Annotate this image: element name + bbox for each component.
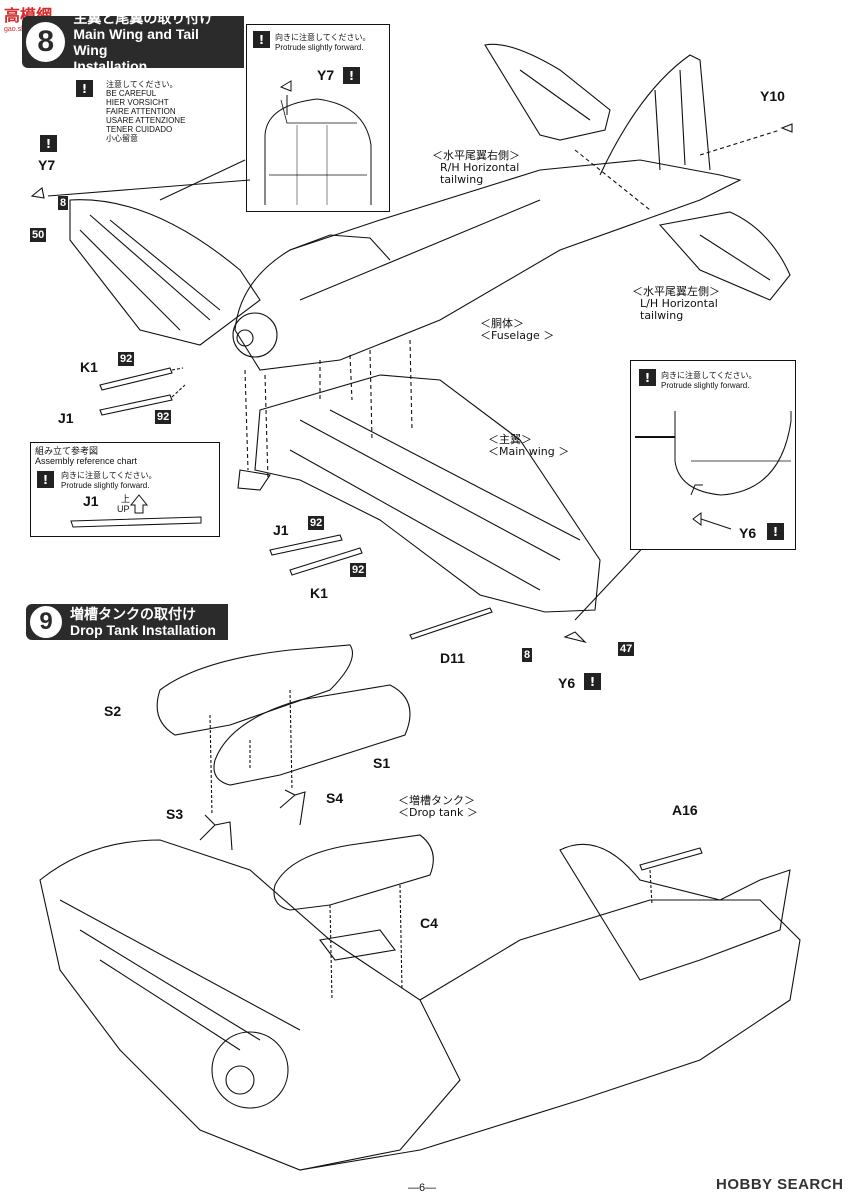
color-code: 8 (58, 196, 69, 210)
up-jp: 上 (121, 494, 131, 504)
caution-line: USARE ATTENZIONE (106, 116, 186, 125)
step8-title-en: Main Wing and Tail Wing (73, 26, 199, 58)
label-fuselage: ＜胴体＞ ＜Fuselage ＞ (480, 317, 555, 342)
callout-top: ! 向きに注意してください。 Protrude slightly forward… (246, 24, 390, 212)
caution-icon: ! (37, 471, 54, 488)
color-code: 47 (618, 642, 635, 656)
callout-en: Protrude slightly forward. (661, 381, 750, 390)
part-j1: J1 (273, 522, 289, 538)
step9-header: 9 増槽タンクの取付け Drop Tank Installation (26, 604, 228, 640)
caution-line: HIER VORSICHT (106, 98, 169, 107)
ref-title-jp: 組み立て参考図 (35, 446, 99, 456)
callout-jp: 向きに注意してください。 (275, 33, 371, 42)
ref-jp: 向きに注意してください。 (61, 471, 157, 480)
part-y10: Y10 (760, 88, 785, 104)
assembly-reference-chart: 組み立て参考図 Assembly reference chart ! 向きに注意… (30, 442, 220, 537)
step9-title-jp: 増槽タンクの取付け (70, 606, 196, 622)
part-y7: Y7 (38, 157, 56, 173)
part-j1: J1 (83, 493, 99, 509)
callout-right: ! 向きに注意してください。 Protrude slightly forward… (630, 360, 796, 550)
caution-line: BE CAREFUL (106, 89, 157, 98)
part-k1: K1 (310, 585, 328, 601)
ref-title-en: Assembly reference chart (35, 456, 138, 466)
label-lh-tailwing: ＜水平尾翼左側＞ L/H Horizontal tailwing (632, 285, 720, 322)
step9-number: 9 (28, 604, 64, 640)
callout-en: Protrude slightly forward. (275, 43, 364, 52)
caution-icon: ! (584, 673, 601, 690)
color-code: 50 (30, 228, 47, 242)
part-d11: D11 (440, 650, 465, 666)
color-code: 92 (350, 563, 367, 577)
part-label: Y6 (739, 525, 757, 541)
step9-title-en: Drop Tank Installation (70, 622, 216, 638)
ref-en: Protrude slightly forward. (61, 481, 150, 490)
caution-line: TENER CUIDADO (106, 125, 173, 134)
caution-icon: ! (253, 31, 270, 48)
j1-reference-drawing (70, 494, 202, 528)
caution-icon: ! (639, 369, 656, 386)
caution-icon: ! (40, 135, 57, 152)
part-c4: C4 (420, 915, 438, 931)
tail-detail-drawing (264, 80, 372, 205)
callout-jp: 向きに注意してください。 (661, 371, 757, 380)
step8-title-en2: Installation (73, 58, 148, 74)
caution-icon: ! (767, 523, 784, 540)
part-s3: S3 (166, 806, 184, 822)
color-code: 92 (155, 410, 172, 424)
up-en: UP (117, 504, 130, 514)
part-k1: K1 (80, 359, 98, 375)
wingtip-detail-drawing (635, 411, 792, 530)
caution-line: 小心留意 (106, 134, 138, 143)
color-code: 92 (118, 352, 135, 366)
step8-title-jp: 主翼と尾翼の取り付け (73, 10, 214, 26)
brand-watermark: HOBBY SEARCH (716, 1176, 844, 1193)
caution-icon: ! (76, 80, 93, 97)
part-a16: A16 (672, 802, 698, 818)
part-label: Y7 (317, 67, 335, 83)
caution-line: FAIRE ATTENTION (106, 107, 176, 116)
part-s1: S1 (373, 755, 391, 771)
part-s2: S2 (104, 703, 122, 719)
color-code: 8 (522, 648, 533, 662)
page-number: —6— (408, 1182, 437, 1194)
label-droptank: ＜増槽タンク＞ ＜Drop tank ＞ (398, 794, 478, 819)
part-s4: S4 (326, 790, 344, 806)
part-y6: Y6 (558, 675, 576, 691)
caution-block: ! 注意してください。 BE CAREFUL HIER VORSICHT FAI… (76, 80, 185, 143)
label-mainwing: ＜主翼＞ ＜Main wing ＞ (488, 433, 570, 458)
caution-icon: ! (343, 67, 360, 84)
color-code: 92 (308, 516, 325, 530)
caution-line: 注意してください。 (106, 80, 178, 89)
step8-number: 8 (24, 20, 68, 64)
label-rh-tailwing: ＜水平尾翼右側＞ R/H Horizontal tailwing (432, 149, 520, 186)
step8-header: 8 主翼と尾翼の取り付け Main Wing and Tail Wing Ins… (22, 10, 244, 74)
part-j1: J1 (58, 410, 74, 426)
